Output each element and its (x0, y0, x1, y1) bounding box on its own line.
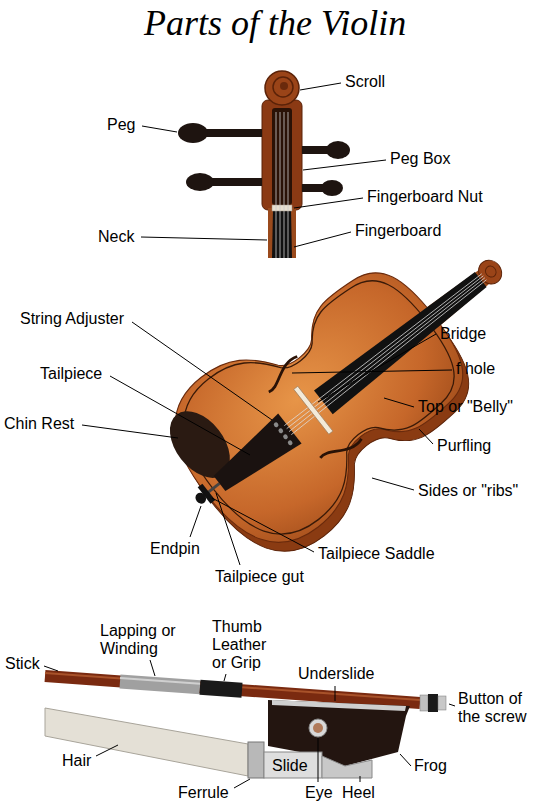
leader-line (292, 370, 452, 373)
leader-line (335, 686, 336, 701)
bow-hair (45, 708, 248, 776)
part-label: Neck (98, 228, 134, 246)
part-label: Lapping or Winding (100, 622, 195, 658)
string-adjuster-shape (278, 427, 285, 434)
part-label: Stick (5, 655, 40, 673)
peg-head (321, 180, 343, 196)
peg-head (186, 173, 214, 191)
part-label: Tailpiece (40, 365, 102, 383)
leader-line (142, 126, 177, 132)
leader-line (303, 160, 386, 170)
lapping-highlight (120, 678, 200, 684)
scroll-spiral (483, 264, 498, 279)
part-label: Sides or "ribs" (418, 482, 518, 500)
peg-box-shape (262, 100, 302, 210)
part-label: f hole (456, 360, 495, 378)
string-line (280, 112, 281, 258)
string-line (288, 112, 289, 258)
string-line (276, 112, 277, 258)
scroll-shape (474, 256, 507, 289)
underslide-shape (272, 700, 406, 711)
scroll-shape (265, 71, 299, 105)
part-label: Peg (107, 116, 135, 134)
part-label: Button of the screw (458, 690, 546, 726)
peg-shaft (200, 129, 262, 137)
ferrule-shape (248, 742, 264, 778)
peg-shaft (208, 178, 262, 186)
leader-line (224, 674, 226, 681)
f-hole-shape (320, 430, 362, 467)
leader-line (96, 745, 118, 756)
slide-shape (264, 752, 322, 778)
leader-line (372, 478, 414, 490)
part-label: Tailpiece gut (215, 568, 304, 586)
part-label: Fingerboard (355, 222, 441, 240)
part-label: Endpin (150, 540, 200, 558)
part-label: Chin Rest (4, 415, 74, 433)
thumb-leather-shape (200, 687, 242, 690)
scroll-eye (280, 82, 288, 90)
fingerboard-shape (314, 267, 490, 414)
heel-shape (322, 756, 372, 778)
leader-line (318, 334, 436, 402)
leader-line (419, 429, 433, 444)
part-label: Heel (342, 784, 375, 802)
part-label: Peg Box (390, 150, 450, 168)
leader-line (400, 754, 411, 766)
bridge-shape (294, 386, 333, 434)
part-label: Underslide (298, 665, 374, 683)
leader-line (190, 506, 201, 537)
leader-line (449, 704, 455, 706)
part-label: Tailpiece Saddle (318, 545, 435, 563)
string-line (284, 112, 285, 258)
string-adjuster-shape (287, 439, 294, 446)
peg-box-cavity (272, 108, 292, 205)
leader-line (150, 660, 155, 676)
scroll-spiral (273, 77, 293, 97)
eye-shape (313, 723, 323, 733)
part-label: Scroll (345, 73, 385, 91)
leader-line (294, 232, 351, 247)
part-label: Frog (414, 757, 447, 775)
leader-line (234, 779, 250, 788)
nut-shape (272, 205, 292, 211)
peg-head (326, 141, 350, 159)
peg-head (178, 123, 208, 143)
string-adjuster-shape (273, 421, 280, 428)
leader-line (110, 376, 250, 455)
leader-line (360, 776, 361, 782)
leader-line (132, 322, 272, 420)
part-label: Slide (272, 757, 308, 775)
neck-shape (268, 208, 296, 258)
button-ring (420, 695, 428, 711)
leader-line (384, 398, 414, 407)
diagram-title: Parts of the Violin (144, 2, 406, 44)
leader-line (216, 493, 240, 565)
leader-line (44, 666, 58, 671)
leader-line (318, 738, 319, 782)
part-label: Ferrule (178, 784, 229, 802)
string-adjuster-shape (282, 433, 289, 440)
leader-line (212, 498, 314, 552)
leader-line (82, 425, 178, 438)
part-label: Thumb Leather or Grip (212, 618, 284, 672)
part-label: String Adjuster (20, 310, 124, 328)
fingerboard-shape (272, 210, 292, 258)
eye-ring (309, 719, 327, 737)
part-label: Fingerboard Nut (367, 188, 483, 206)
leader-line (300, 83, 341, 90)
part-label: Bridge (440, 325, 486, 343)
endpin-shape (193, 491, 208, 506)
part-label: Eye (305, 784, 333, 802)
button-cap (438, 696, 446, 710)
button-shape (428, 694, 438, 712)
part-label: Hair (62, 752, 91, 770)
leader-line (294, 198, 363, 208)
part-label: Top or "Belly" (418, 398, 513, 416)
leader-line (141, 237, 267, 240)
tailpiece-shape (208, 414, 302, 499)
part-label: Purfling (437, 437, 491, 455)
